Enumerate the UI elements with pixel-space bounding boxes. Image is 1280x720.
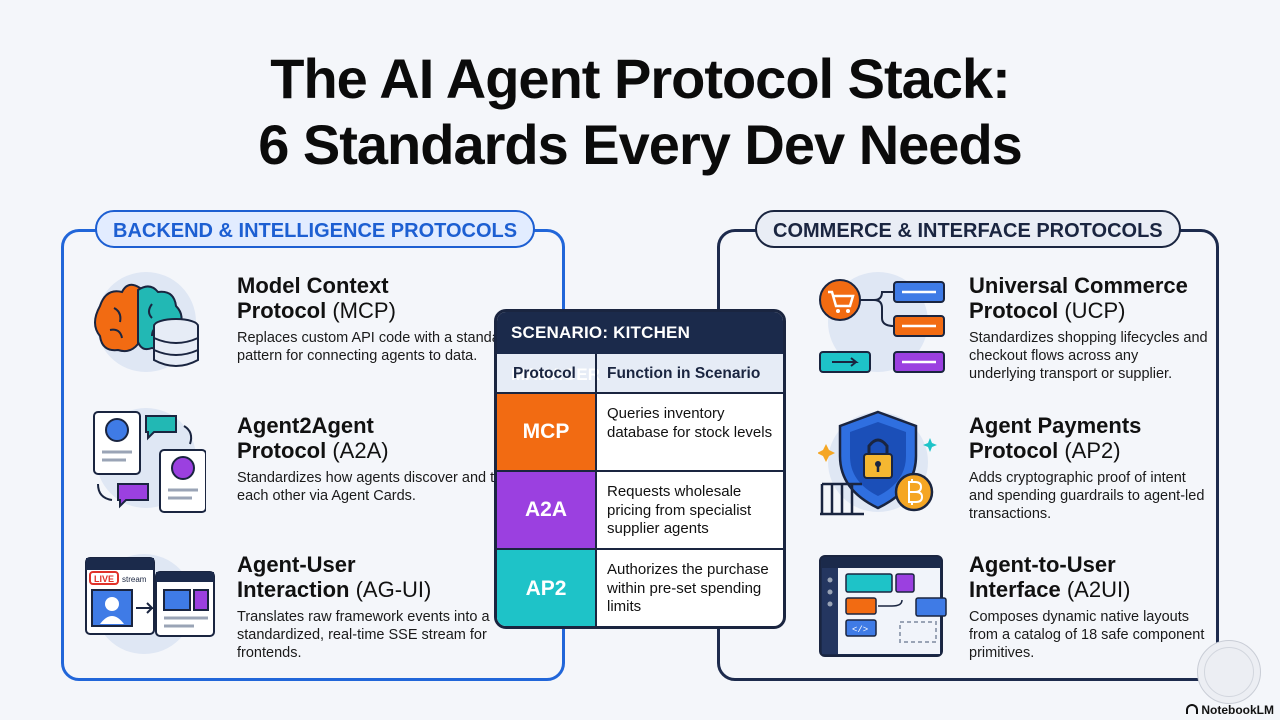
code-symbol-text: </> — [852, 625, 868, 635]
ucp-item: Universal Commerce Protocol (UCP) Standa… — [969, 273, 1209, 383]
stream-label-text: stream — [122, 575, 147, 584]
column-protocol: Protocol — [497, 354, 597, 392]
mcp-title: Model Context Protocol (MCP) — [237, 273, 396, 323]
protocol-tag-ap2: AP2 — [497, 550, 597, 626]
protocol-tag-a2a: A2A — [497, 472, 597, 548]
agui-title: Agent-User Interaction (AG-UI) — [237, 552, 432, 602]
shield-lock-bitcoin-icon — [818, 408, 938, 520]
live-stream-icon: LIVE stream — [84, 550, 215, 662]
a2ui-title: Agent-to-User Interface (A2UI) — [969, 552, 1131, 602]
backend-panel-label: BACKEND & INTELLIGENCE PROTOCOLS — [95, 210, 536, 248]
ucp-description: Standardizes shopping lifecycles and che… — [969, 330, 1208, 382]
table-row: AP2 Authorizes the purchase within pre-s… — [497, 550, 783, 626]
ap2-item: Agent Payments Protocol (AP2) Adds crypt… — [969, 413, 1209, 523]
table-row: MCP Queries inventory database for stock… — [497, 394, 783, 472]
a2a-item: Agent2Agent Protocol (A2A) Standardizes … — [237, 413, 537, 505]
notebooklm-logo-icon — [1186, 704, 1199, 714]
table-row: A2A Requests wholesale pricing from spec… — [497, 472, 783, 550]
a2a-title: Agent2Agent Protocol (A2A) — [237, 413, 389, 463]
watermark-seal — [1197, 640, 1261, 704]
function-cell: Requests wholesale pricing from speciali… — [607, 483, 752, 537]
a2ui-item: Agent-to-User Interface (A2UI) Composes … — [969, 552, 1209, 662]
a2ui-description: Composes dynamic native layouts from a c… — [969, 609, 1205, 661]
a2a-description: Standardizes how agents discover and tal… — [237, 470, 529, 504]
scenario-table: SCENARIO: KITCHEN MANAGER Protocol Funct… — [494, 309, 786, 629]
agui-item: Agent-User Interaction (AG-UI) Translate… — [237, 552, 537, 662]
mcp-description: Replaces custom API code with a standard… — [237, 330, 513, 364]
agui-description: Translates raw framework events into a s… — [237, 609, 490, 661]
ap2-title: Agent Payments Protocol (AP2) — [969, 413, 1142, 463]
function-cell: Queries inventory database for stock lev… — [607, 405, 773, 441]
mcp-item: Model Context Protocol (MCP) Replaces cu… — [237, 273, 537, 365]
commerce-panel-label: COMMERCE & INTERFACE PROTOCOLS — [755, 210, 1181, 248]
ap2-description: Adds cryptographic proof of intent and s… — [969, 470, 1205, 522]
scenario-header: SCENARIO: KITCHEN MANAGER — [497, 312, 783, 384]
scenario-column-headers: Protocol Function in Scenario — [497, 354, 783, 394]
page-title: The AI Agent Protocol Stack: 6 Standards… — [0, 46, 1280, 178]
commerce-panel — [717, 229, 1219, 681]
title-line-2: 6 Standards Every Dev Needs — [258, 113, 1023, 176]
column-function: Function in Scenario — [607, 365, 761, 382]
ucp-title: Universal Commerce Protocol (UCP) — [969, 273, 1188, 323]
shopping-cart-flow-icon — [818, 268, 945, 380]
brain-database-icon — [86, 268, 206, 380]
function-cell: Authorizes the purchase within pre-set s… — [607, 561, 769, 615]
protocol-tag-mcp: MCP — [497, 394, 597, 470]
agent-cards-chat-icon — [86, 404, 206, 516]
ui-components-icon: </> — [818, 552, 947, 664]
brand-label: NotebookLM — [1186, 703, 1274, 717]
live-badge-text: LIVE — [94, 574, 114, 584]
title-line-1: The AI Agent Protocol Stack: — [270, 47, 1010, 110]
